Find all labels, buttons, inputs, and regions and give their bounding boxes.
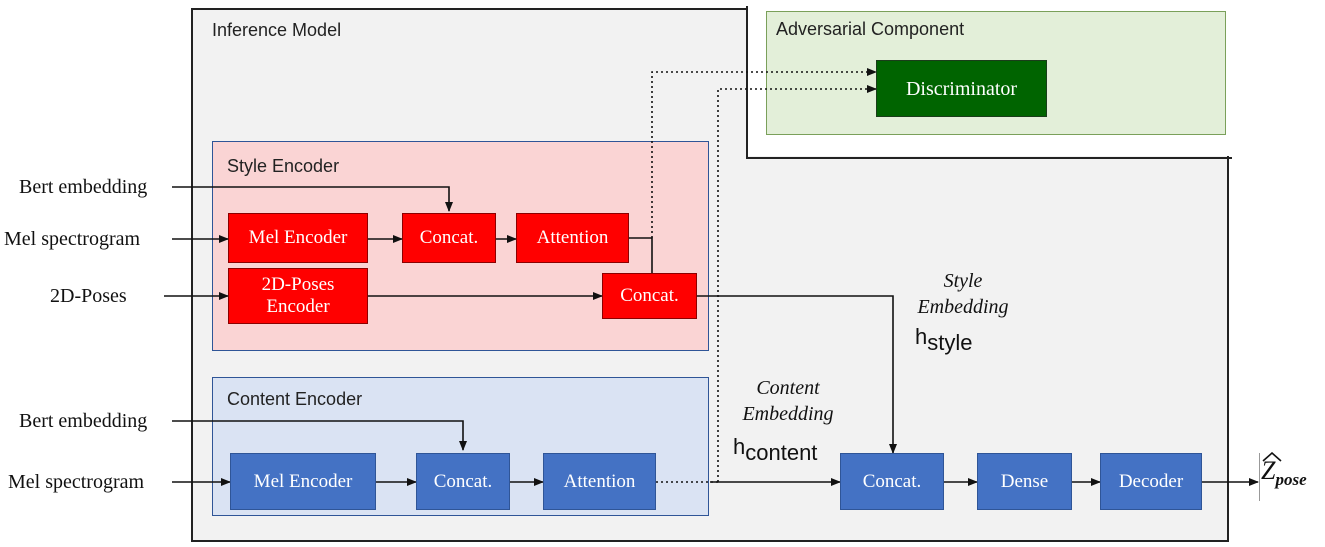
content-embedding-label: Content Embedding [733, 375, 843, 427]
h-style-main: h [915, 324, 928, 349]
content-mel-encoder-block: Mel Encoder [230, 453, 376, 510]
decoder-block: Decoder [1100, 453, 1202, 510]
content-concat-block: Concat. [416, 453, 510, 510]
poses-encoder-label-line2: Encoder [266, 296, 330, 317]
poses-input-label: 2D-Poses [50, 285, 127, 307]
style-concat-label: Concat. [419, 227, 479, 248]
style-encoder-title: Style Encoder [227, 156, 340, 176]
content-mel-encoder-label: Mel Encoder [253, 470, 353, 492]
discriminator-label: Discriminator [905, 77, 1018, 100]
style-mel-encoder-label: Mel Encoder [248, 227, 348, 248]
style-concat2-label: Concat. [620, 285, 679, 306]
decoder-label: Decoder [1118, 470, 1184, 492]
z-pose-output: Z pose [1261, 452, 1307, 490]
final-concat-block: Concat. [840, 453, 944, 510]
h-style-symbol: hstyle [915, 324, 973, 356]
style-embedding-line1: Style [943, 270, 983, 292]
hat-icon [1262, 452, 1282, 462]
h-content-symbol: hcontent [733, 434, 817, 466]
content-encoder-title: Content Encoder [227, 389, 363, 409]
style-concat-block: Concat. [402, 213, 496, 263]
style-embedding-line2: Embedding [917, 296, 1009, 318]
content-attention-block: Attention [543, 453, 656, 510]
content-bert-input-label: Bert embedding [19, 410, 148, 432]
dense-label: Dense [1000, 470, 1049, 492]
poses-encoder-block: 2D-Poses Encoder [228, 268, 368, 324]
content-embedding-line1: Content [756, 377, 820, 399]
dense-block: Dense [977, 453, 1072, 510]
style-embedding-label: Style Embedding [908, 268, 1018, 320]
h-content-main: h [733, 434, 746, 459]
adversarial-component-title: Adversarial Component [776, 19, 965, 39]
z-pose-subscript: pose [1275, 470, 1307, 489]
content-concat-label: Concat. [433, 470, 493, 492]
content-embedding-line2: Embedding [742, 403, 834, 425]
poses-encoder-label-line1: 2D-Poses [261, 274, 335, 295]
style-mel-input-label: Mel spectrogram [4, 228, 141, 250]
style-mel-encoder-block: Mel Encoder [228, 213, 368, 263]
content-mel-input-label: Mel spectrogram [8, 471, 145, 493]
final-concat-label: Concat. [862, 470, 922, 492]
inference-model-title: Inference Model [212, 20, 342, 40]
z-pose-symbol: Z [1261, 456, 1276, 485]
style-attention-label: Attention [536, 227, 609, 248]
h-content-subscript: content [745, 440, 818, 465]
h-style-subscript: style [927, 330, 973, 355]
style-concat2-block: Concat. [602, 273, 697, 319]
content-attention-label: Attention [563, 470, 636, 492]
style-bert-input-label: Bert embedding [19, 176, 148, 198]
output-divider [1259, 453, 1260, 501]
discriminator-block: Discriminator [876, 60, 1047, 117]
style-attention-block: Attention [516, 213, 629, 263]
